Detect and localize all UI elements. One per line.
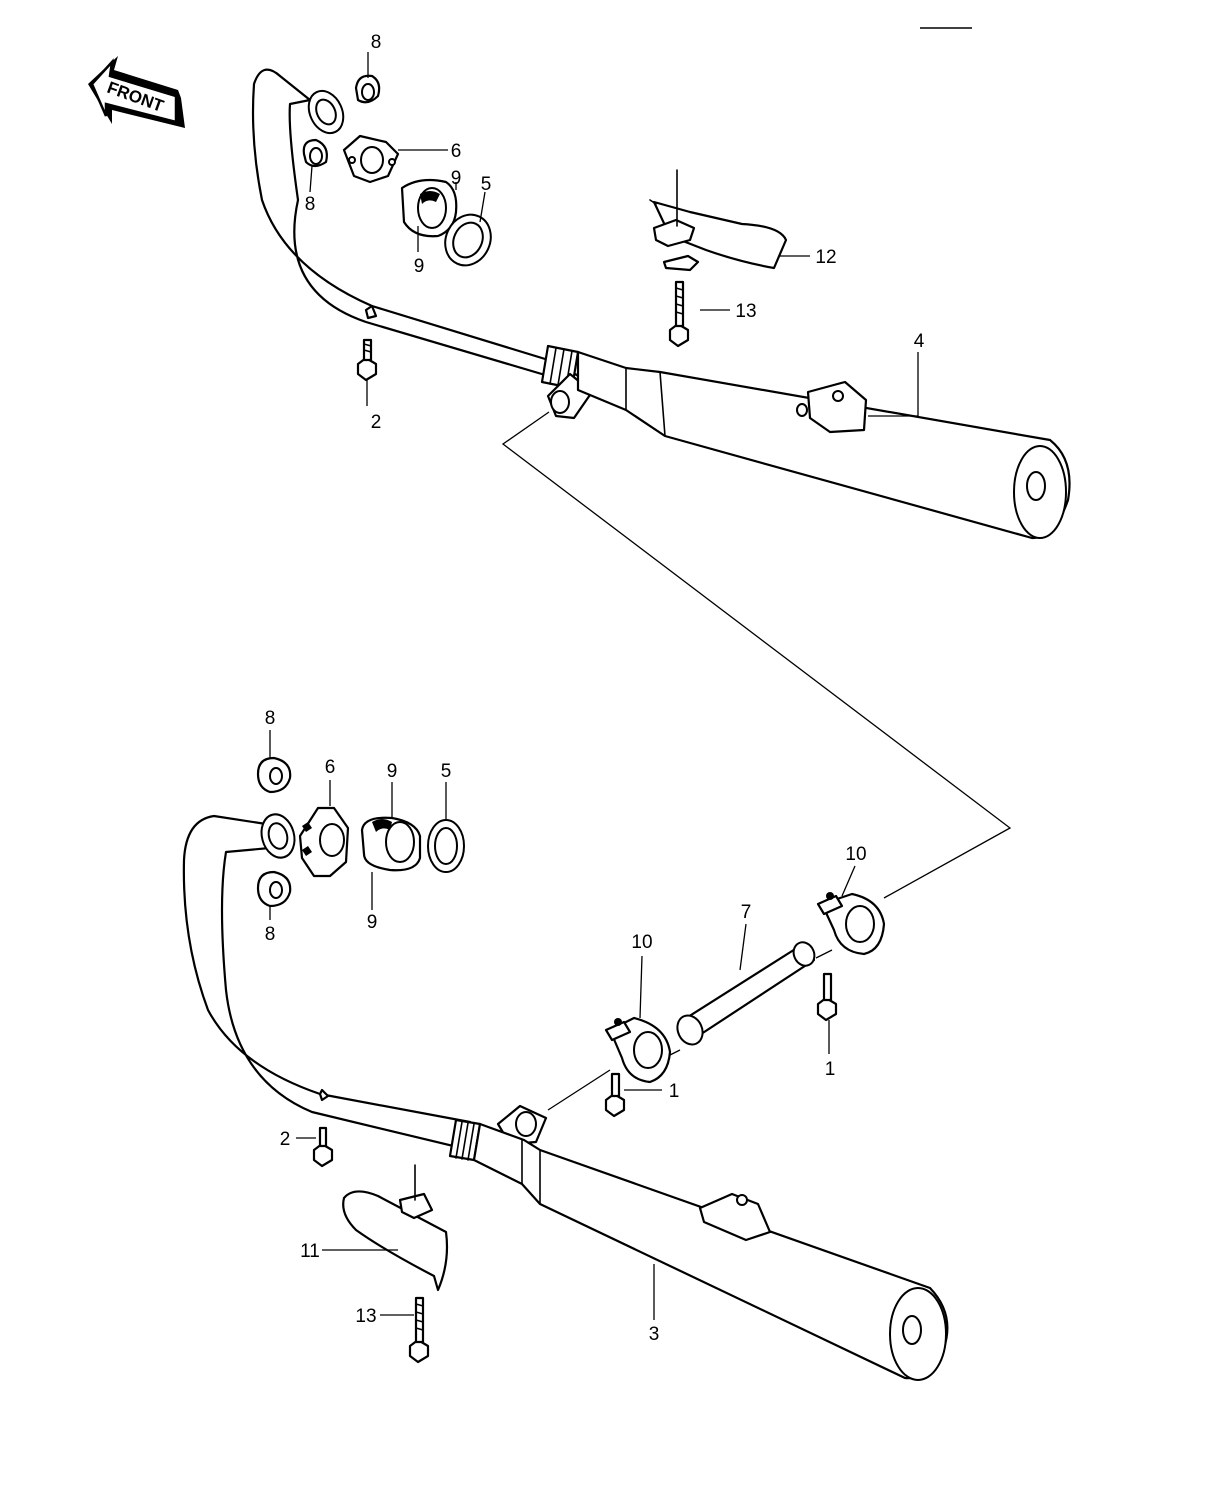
callout-12: 12	[815, 247, 836, 268]
callout-9: 9	[387, 761, 398, 782]
upper-split-collet	[400, 178, 458, 238]
lower-grommet-bottom	[256, 870, 292, 908]
callout-7: 7	[741, 902, 752, 923]
callout-11: 11	[300, 1241, 320, 1262]
callout-9: 9	[367, 912, 378, 933]
callout-labels: 8 8 6 9 5 9 12 13 4 2 8 6 9 5 9 8 10 7 1…	[265, 32, 925, 1345]
callout-9: 9	[414, 256, 425, 277]
upper-grommet-top	[354, 74, 381, 104]
callout-13: 13	[355, 1306, 376, 1327]
lower-bolt	[312, 1126, 334, 1168]
upper-flange-clamp	[342, 134, 400, 184]
crossover-pipe	[676, 941, 816, 1046]
callout-1: 1	[669, 1081, 680, 1102]
upper-exhaust-pipe	[251, 68, 1071, 540]
lower-flange-clamp	[298, 806, 350, 878]
callout-10: 10	[845, 844, 866, 865]
lower-gasket	[427, 819, 465, 873]
upper-gasket	[444, 213, 492, 267]
upper-heat-guard-bolt	[668, 280, 690, 348]
callout-2: 2	[371, 412, 382, 433]
callout-4: 4	[914, 331, 925, 352]
callout-leaders	[269, 52, 919, 1320]
callout-2: 2	[280, 1129, 291, 1150]
lower-grommet-top	[256, 756, 292, 794]
crossover-clamp-left	[604, 1016, 672, 1084]
callout-8: 8	[371, 32, 382, 53]
callout-5: 5	[481, 174, 492, 195]
callout-6: 6	[451, 141, 462, 162]
crossover-clamp-right	[816, 892, 886, 956]
callout-6: 6	[325, 757, 336, 778]
callout-8: 8	[265, 708, 276, 729]
upper-heat-guard	[649, 169, 788, 272]
callout-13: 13	[735, 301, 756, 322]
upper-bolt	[356, 338, 378, 382]
assembly-line-lower	[547, 1069, 611, 1111]
lower-heat-guard-bolt	[408, 1296, 430, 1364]
front-arrow-icon: FRONT	[88, 56, 185, 128]
upper-grommet-bottom	[302, 138, 328, 168]
lower-split-collet	[360, 816, 422, 872]
callout-3: 3	[649, 1324, 660, 1345]
crossover-bolt-left	[604, 1072, 626, 1118]
lower-exhaust-pipe	[182, 813, 949, 1381]
callout-8: 8	[305, 194, 316, 215]
callout-9: 9	[451, 168, 462, 189]
callout-8: 8	[265, 924, 276, 945]
assembly-line-upper	[501, 411, 1012, 899]
lower-heat-guard	[342, 1164, 449, 1292]
callout-5: 5	[441, 761, 452, 782]
callout-10: 10	[631, 932, 652, 953]
crossover-bolt-right	[816, 972, 838, 1022]
callout-1: 1	[825, 1059, 836, 1080]
